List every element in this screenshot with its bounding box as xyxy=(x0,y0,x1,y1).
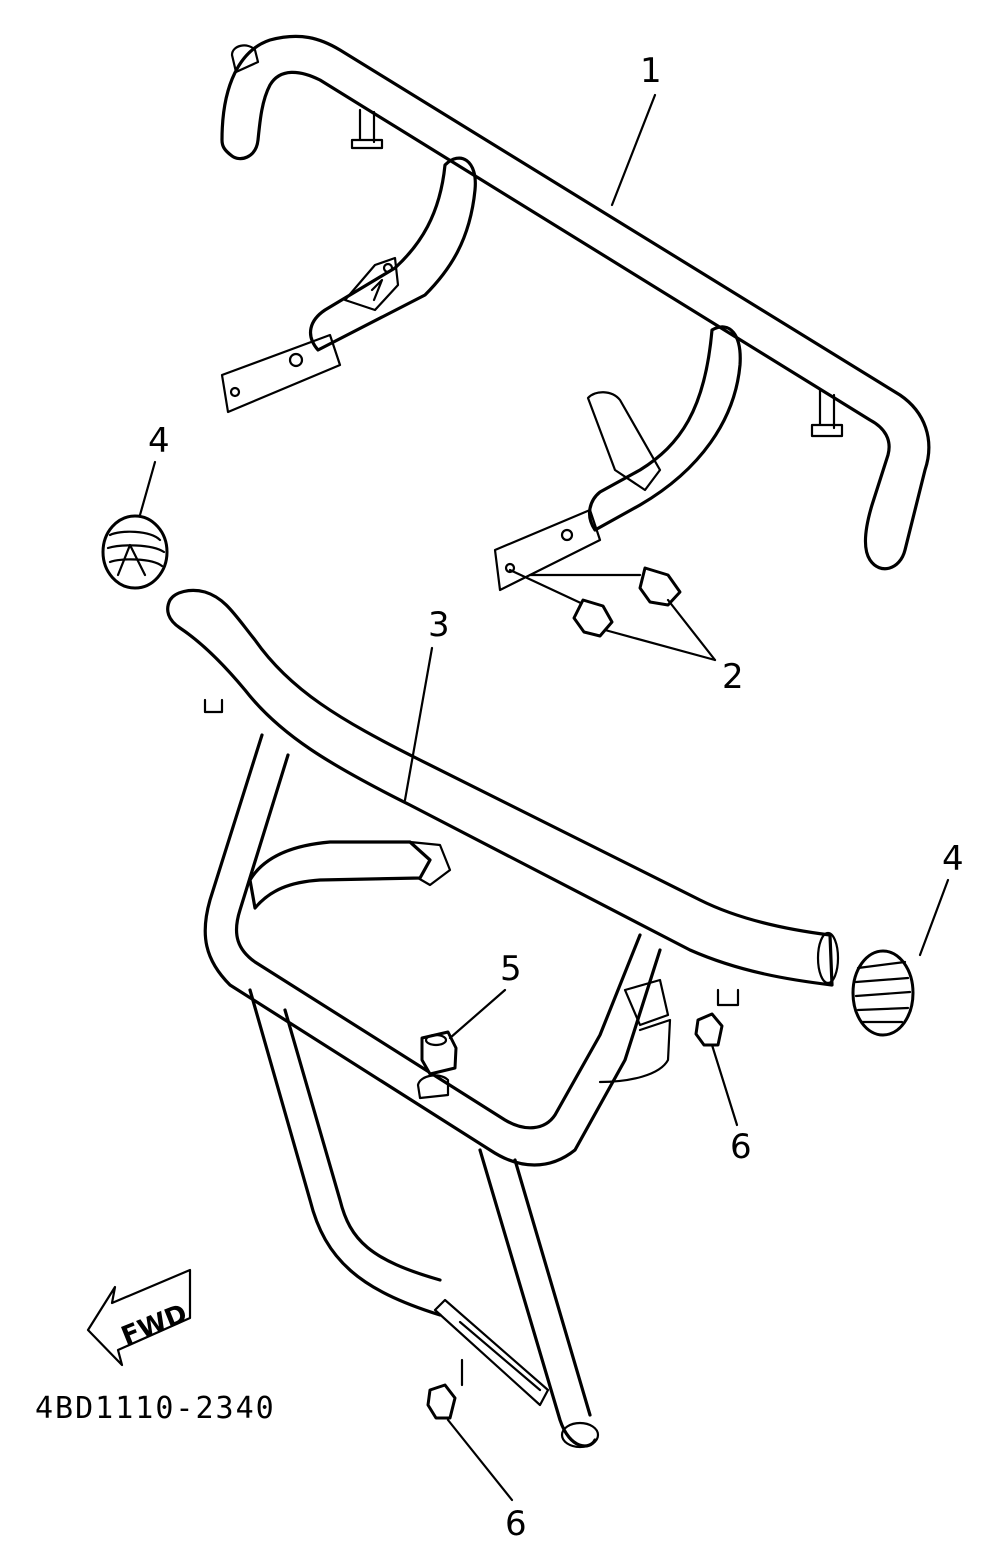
drawing-code: 4BD1110-2340 xyxy=(35,1391,276,1426)
screws xyxy=(426,1012,724,1420)
end-cap-left xyxy=(101,514,169,590)
callout-4-left: 4 xyxy=(148,421,170,461)
leader-lines xyxy=(138,93,950,1502)
lower-guard-frame xyxy=(166,588,840,1449)
callout-2: 2 xyxy=(722,657,744,697)
callout-5: 5 xyxy=(500,949,522,989)
callout-6-right: 6 xyxy=(730,1127,752,1167)
upper-guard-bar xyxy=(220,34,931,592)
callout-1: 1 xyxy=(640,51,662,91)
forward-direction-arrow: FWD xyxy=(86,1268,192,1367)
bolts xyxy=(508,566,682,638)
callout-6-bottom: 6 xyxy=(505,1504,527,1543)
callout-4-right: 4 xyxy=(942,839,964,879)
fwd-label: FWD xyxy=(117,1299,191,1352)
callout-3: 3 xyxy=(428,605,450,645)
nut xyxy=(420,1030,458,1076)
end-cap-right xyxy=(851,949,915,1037)
